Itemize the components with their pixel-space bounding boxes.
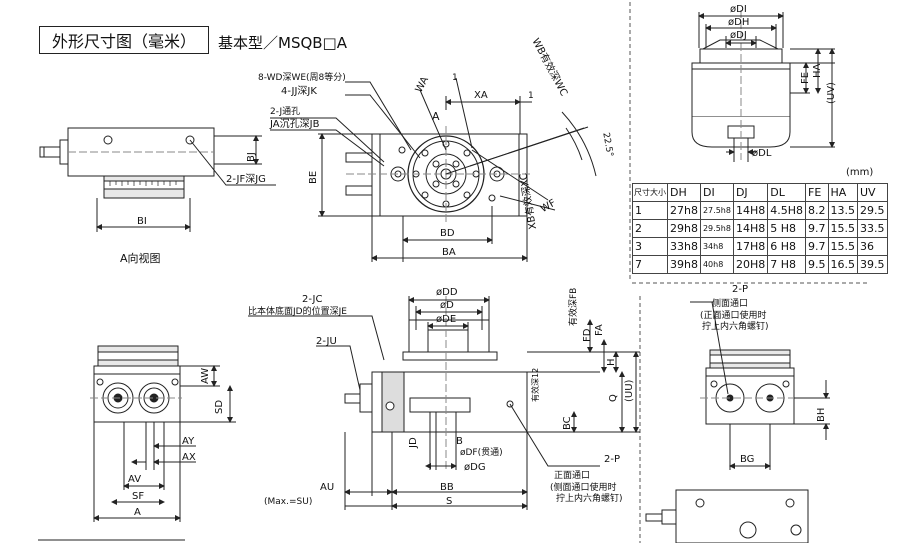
label-dl: øDL bbox=[752, 148, 772, 159]
label-ay: AY bbox=[182, 436, 195, 447]
cell: 40h8 bbox=[699, 255, 734, 274]
label-side-port: 侧面通口 bbox=[712, 297, 748, 309]
col-dj: DJ bbox=[732, 183, 769, 202]
label-bh: BH bbox=[816, 408, 827, 422]
cell: 20H8 bbox=[732, 255, 769, 274]
label-front-note2: 拧上内六角螺钉) bbox=[556, 492, 623, 504]
label-dd: øDD bbox=[436, 287, 458, 298]
label-bg: BG bbox=[740, 454, 754, 465]
label-angle: 22.5° bbox=[600, 132, 614, 158]
label-ba: BA bbox=[442, 247, 456, 258]
cell: 9.7 bbox=[805, 219, 829, 238]
table-row: 3 33h8 34h8 17H8 6 H8 9.7 15.5 36 bbox=[632, 237, 888, 256]
label-wf: WF bbox=[539, 198, 558, 215]
label-fb: 有效深FB bbox=[567, 288, 579, 326]
label-one-b: 1 bbox=[528, 91, 534, 101]
label-j-through: 2-J通孔 bbox=[270, 106, 300, 117]
label-uv: (UV) bbox=[826, 82, 837, 104]
label-jf: 2-JF深JG bbox=[226, 173, 266, 185]
top-center-plan-view bbox=[270, 77, 597, 262]
label-di: øDI bbox=[730, 4, 747, 15]
table-row: 7 39h8 40h8 20H8 7 H8 9.5 16.5 39.5 bbox=[632, 255, 888, 274]
label-a-view: A向视图 bbox=[120, 251, 161, 265]
cell: 17H8 bbox=[732, 237, 769, 256]
cell: 29.5 bbox=[857, 201, 888, 220]
cell: 39.5 bbox=[857, 255, 888, 274]
label-wa: WA bbox=[414, 75, 431, 95]
label-av: AV bbox=[128, 474, 141, 485]
label-a-arrow: A bbox=[432, 110, 440, 123]
cell: 6 H8 bbox=[767, 237, 806, 256]
label-aw: AW bbox=[200, 368, 211, 384]
cell: 4.5H8 bbox=[767, 201, 806, 220]
bottom-left-front-view bbox=[90, 345, 236, 522]
label-side-note1: (正面通口使用时 bbox=[700, 309, 767, 321]
section-dividers bbox=[629, 2, 870, 543]
label-uu: (UU) bbox=[624, 379, 635, 402]
label-front-note1: (侧面通口使用时 bbox=[550, 481, 617, 493]
label-fa: FA bbox=[594, 324, 605, 336]
label-je: 比本体底面JD的位置深JE bbox=[248, 305, 347, 317]
label-sf: SF bbox=[132, 491, 144, 502]
bottom-center-section-view bbox=[248, 296, 640, 510]
label-bc: BC bbox=[562, 416, 573, 430]
label-two-p-side: 2-P bbox=[732, 284, 748, 295]
label-wd: 8-WD深WE(周8等分) bbox=[258, 71, 346, 83]
label-dh: øDH bbox=[728, 17, 749, 28]
label-h: H bbox=[606, 358, 617, 366]
cell: 9.5 bbox=[805, 255, 829, 274]
label-one-a: 1 bbox=[452, 73, 458, 83]
label-s: S bbox=[446, 496, 452, 507]
cell: 14H8 bbox=[732, 219, 769, 238]
label-side-note2: 拧上内六角螺钉) bbox=[702, 320, 769, 332]
top-left-side-view bbox=[39, 127, 276, 232]
label-dg: øDG bbox=[464, 462, 486, 473]
label-bb: BB bbox=[440, 482, 454, 493]
label-wb: WB有效深WC bbox=[529, 36, 570, 98]
table-row: 2 29h8 29.5h8 14H8 5 H8 9.7 15.5 33.5 bbox=[632, 219, 888, 238]
label-ax: AX bbox=[182, 452, 196, 463]
label-xa: XA bbox=[474, 90, 488, 101]
label-front-port: 正面通口 bbox=[554, 470, 590, 481]
label-ju: 2-JU bbox=[316, 336, 337, 347]
label-fe: FE bbox=[800, 72, 811, 84]
cell-size: 7 bbox=[632, 255, 668, 274]
label-df: øDF(贯通) bbox=[460, 447, 503, 458]
label-bd: BD bbox=[440, 228, 455, 239]
label-sd: SD bbox=[214, 400, 225, 414]
label-b: B bbox=[456, 436, 463, 447]
dimension-table: 尺寸大小 DH DI DJ DL FE HA UV 1 27h8 27.5h8 … bbox=[632, 183, 888, 274]
label-bj: BJ bbox=[246, 152, 257, 162]
label-ja: JA沉孔深JB bbox=[269, 117, 320, 130]
label-two-p: 2-P bbox=[604, 454, 620, 465]
col-uv: UV bbox=[857, 183, 888, 202]
label-su: (Max.=SU) bbox=[264, 497, 312, 507]
table-corner: 尺寸大小 bbox=[632, 183, 668, 202]
label-be: BE bbox=[308, 171, 319, 184]
top-right-section-view bbox=[691, 10, 835, 162]
title-box: 外形尺寸图（毫米） bbox=[39, 26, 209, 54]
unit-label: (mm) bbox=[846, 167, 874, 178]
label-jj: 4-JJ深JK bbox=[281, 85, 317, 97]
bottom-right-front-view bbox=[645, 301, 830, 543]
label-jd: JD bbox=[408, 437, 419, 449]
model-subtitle: 基本型／MSQB□A bbox=[218, 34, 347, 52]
label-au: AU bbox=[320, 482, 334, 493]
label-d: øD bbox=[440, 300, 454, 311]
label-jc: 2-JC bbox=[302, 294, 322, 305]
label-bi: BI bbox=[137, 216, 147, 227]
col-dh: DH bbox=[667, 183, 701, 202]
label-ha: HA bbox=[812, 63, 823, 78]
label-dj: øDJ bbox=[730, 30, 747, 41]
cell: 27h8 bbox=[667, 201, 701, 220]
label-de: øDE bbox=[436, 314, 456, 325]
label-fd: FD bbox=[582, 328, 593, 342]
label-eff12: 有效深12 bbox=[530, 368, 540, 402]
cell: 33.5 bbox=[857, 219, 888, 238]
label-q: Q bbox=[608, 394, 619, 402]
label-a-bottom: A bbox=[134, 507, 141, 518]
col-dl: DL bbox=[767, 183, 806, 202]
cell: 7 H8 bbox=[767, 255, 806, 274]
